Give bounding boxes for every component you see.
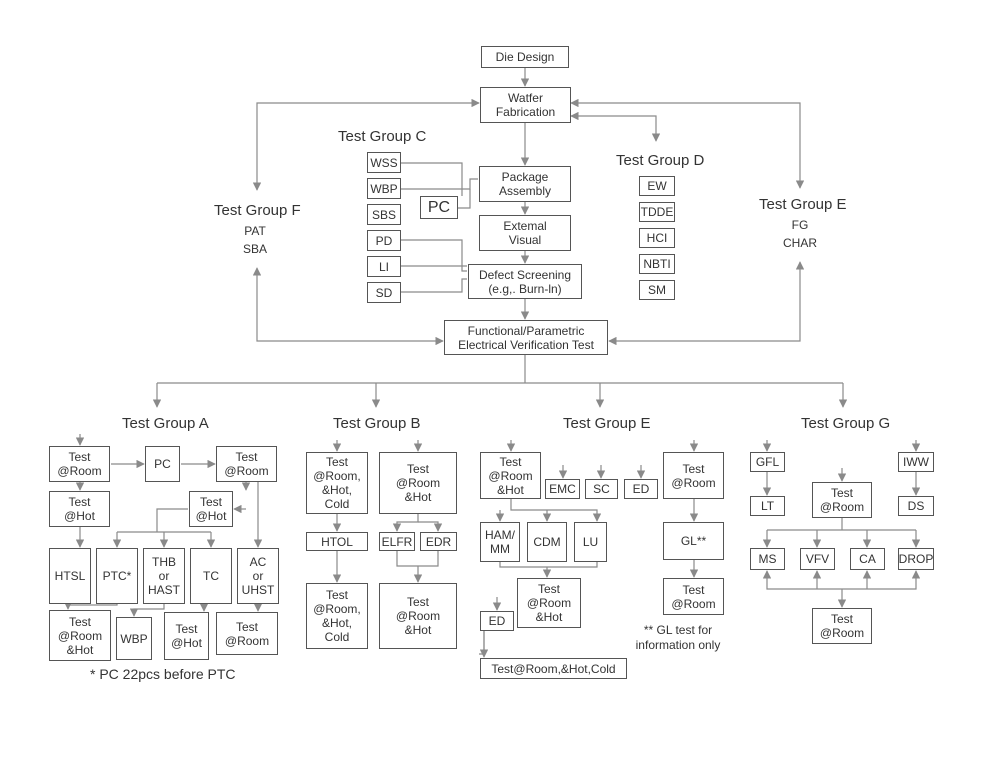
group-a-test-hot-1: Test @Hot bbox=[49, 491, 110, 527]
test-group-e-title: Test Group E bbox=[563, 415, 651, 432]
group-c-sbs-box: SBS bbox=[367, 204, 401, 225]
group-g-drop-box: DROP bbox=[898, 548, 934, 570]
group-g-iww-box: IWW bbox=[898, 452, 934, 472]
group-g-vfv-box: VFV bbox=[800, 548, 835, 570]
wafer-fabrication-box: Watfer Fabrication bbox=[480, 87, 571, 123]
group-a-test-room-1: Test @Room bbox=[49, 446, 110, 482]
connector-line bbox=[418, 521, 443, 532]
group-b-test-room-hot-cold-1: Test @Room, &Hot, Cold bbox=[306, 452, 368, 514]
group-f-pat-label: PAT bbox=[244, 224, 266, 238]
connector-line bbox=[479, 631, 485, 655]
connector-line bbox=[129, 604, 165, 617]
group-b-htol-box: HTOL bbox=[306, 532, 368, 551]
test-group-e-top-title: Test Group E bbox=[759, 196, 847, 213]
functional-parametric-test-box: Functional/Parametric Electrical Verific… bbox=[444, 320, 608, 355]
group-c-wbp-box: WBP bbox=[367, 178, 401, 199]
group-b-test-room-hot-2: Test @Room &Hot bbox=[379, 583, 457, 649]
group-e-final-test-box: Test@Room,&Hot,Cold bbox=[480, 658, 627, 679]
group-c-pc-box: PC bbox=[420, 196, 458, 219]
group-e-lu-box: LU bbox=[574, 522, 607, 562]
group-e-gl-box: GL** bbox=[663, 522, 724, 560]
group-e-cdm-box: CDM bbox=[527, 522, 567, 562]
group-d-hci-box: HCI bbox=[639, 228, 675, 248]
group-e-test-room-hot-1: Test @Room &Hot bbox=[480, 452, 541, 499]
test-group-f-title: Test Group F bbox=[214, 202, 301, 219]
connector-line bbox=[396, 551, 439, 567]
group-c-pd-box: PD bbox=[367, 230, 401, 251]
group-e-gl-note: ** GL test for information only bbox=[635, 623, 721, 652]
group-d-ew-box: EW bbox=[639, 176, 675, 196]
group-g-test-room-1: Test @Room bbox=[812, 482, 872, 518]
connector-line bbox=[156, 508, 188, 532]
connector-line bbox=[570, 98, 805, 189]
group-d-nbti-box: NBTI bbox=[639, 254, 675, 274]
connector-line bbox=[392, 514, 419, 532]
group-a-htsl-box: HTSL bbox=[49, 548, 91, 604]
package-assembly-box: Package Assembly bbox=[479, 166, 571, 202]
group-b-edr-box: EDR bbox=[420, 532, 457, 551]
test-group-g-title: Test Group G bbox=[801, 415, 891, 432]
group-a-test-room-3: Test @Room bbox=[216, 612, 278, 655]
group-e-ham-mm-box: HAM/ MM bbox=[480, 522, 520, 562]
group-e-top-char-label: CHAR bbox=[782, 236, 817, 250]
group-a-test-room-2: Test @Room bbox=[216, 446, 277, 482]
group-g-ds-box: DS bbox=[898, 496, 934, 516]
connector-line bbox=[499, 562, 598, 568]
group-g-test-room-2: Test @Room bbox=[812, 608, 872, 644]
connector-line bbox=[252, 267, 444, 346]
group-g-lt-box: LT bbox=[750, 496, 785, 516]
group-c-li-box: LI bbox=[367, 256, 401, 277]
group-e-ed-box-2: ED bbox=[480, 611, 514, 631]
group-d-tdde-box: TDDE bbox=[639, 202, 675, 222]
group-d-sm-box: SM bbox=[639, 280, 675, 300]
test-group-d-title: Test Group D bbox=[616, 152, 705, 169]
die-design-box: Die Design bbox=[481, 46, 569, 68]
group-a-footnote: * PC 22pcs before PTC bbox=[90, 666, 236, 682]
connector-line bbox=[762, 570, 921, 590]
group-b-test-room-hot-cold-2: Test @Room, &Hot, Cold bbox=[306, 583, 368, 649]
group-c-wss-box: WSS bbox=[367, 152, 401, 173]
connector-line bbox=[401, 278, 467, 293]
external-visual-box: Extemal Visual bbox=[479, 215, 571, 251]
connector-line bbox=[401, 239, 467, 272]
test-group-a-title: Test Group A bbox=[122, 415, 209, 432]
group-e-sc-box: SC bbox=[585, 479, 618, 499]
group-a-test-hot-2: Test @Hot bbox=[189, 491, 233, 527]
group-e-top-fg-label: FG bbox=[791, 218, 809, 232]
group-g-ca-box: CA bbox=[850, 548, 885, 570]
connector-line bbox=[63, 601, 118, 610]
test-group-b-title: Test Group B bbox=[333, 415, 421, 432]
group-a-test-hot-3: Test @Hot bbox=[164, 612, 209, 660]
group-e-test-room-2: Test @Room bbox=[663, 578, 724, 615]
connector-line bbox=[401, 162, 463, 196]
group-f-sba-label: SBA bbox=[242, 242, 267, 256]
group-c-sd-box: SD bbox=[367, 282, 401, 303]
defect-screening-box: Defect Screening (e.g,. Burn-ln) bbox=[468, 264, 582, 299]
group-e-ed-box-1: ED bbox=[624, 479, 658, 499]
group-b-elfr-box: ELFR bbox=[379, 532, 415, 551]
group-a-thb-hast-box: THB or HAST bbox=[143, 548, 185, 604]
group-a-tc-box: TC bbox=[190, 548, 232, 604]
group-e-test-room-1: Test @Room bbox=[663, 452, 724, 499]
connector-line bbox=[608, 261, 805, 346]
connector-line bbox=[252, 98, 480, 191]
group-e-emc-box: EMC bbox=[545, 479, 580, 499]
group-a-pc-box: PC bbox=[145, 446, 180, 482]
group-g-gfl-box: GFL bbox=[750, 452, 785, 472]
group-a-test-room-hot: Test @Room &Hot bbox=[49, 610, 111, 661]
group-a-wbp-box: WBP bbox=[116, 617, 152, 660]
group-e-test-room-hot-2: Test @Room &Hot bbox=[517, 578, 581, 628]
test-group-c-title: Test Group C bbox=[338, 128, 427, 145]
group-b-test-room-hot-1: Test @Room &Hot bbox=[379, 452, 457, 514]
connector-line bbox=[570, 111, 661, 142]
connector-line bbox=[458, 189, 471, 209]
connector-line bbox=[510, 499, 602, 522]
connector-line bbox=[401, 178, 478, 190]
group-a-ac-uhst-box: AC or UHST bbox=[237, 548, 279, 604]
group-g-ms-box: MS bbox=[750, 548, 785, 570]
group-a-ptc-box: PTC* bbox=[96, 548, 138, 604]
